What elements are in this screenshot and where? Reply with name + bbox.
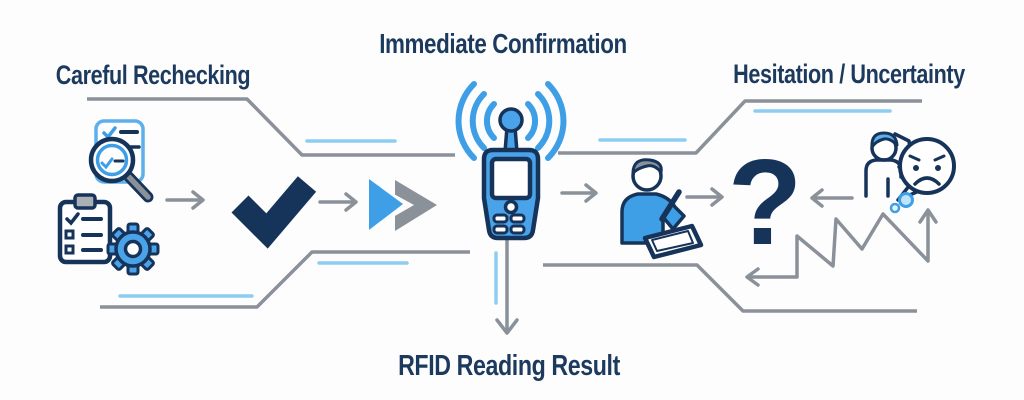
arrow-person-to-question	[685, 187, 724, 207]
arrow-confused-to-question	[810, 188, 854, 208]
document-checklist-magnifier-icon	[88, 119, 154, 203]
sad-face-speech-bubble-icon	[889, 137, 956, 214]
person-writing-icon	[620, 158, 704, 260]
arrow-icons-to-check	[165, 190, 205, 210]
signal-waves-icon	[455, 81, 567, 161]
zigzag-feedback-line	[745, 208, 938, 287]
checkmark-icon	[231, 176, 317, 249]
arrow-check-to-fastforward	[318, 192, 358, 212]
down-arrow-to-result	[495, 238, 519, 335]
gear-icon	[106, 222, 160, 276]
person-confused-icon	[864, 131, 914, 198]
clipboard-checklist-icon	[57, 193, 113, 265]
question-mark-icon: ?	[727, 134, 803, 270]
stage-label-hesitation-uncertainty: Hesitation / Uncertainty	[733, 59, 965, 89]
fast-forward-icon	[369, 179, 437, 231]
stage-label-immediate-confirmation: Immediate Confirmation	[379, 28, 627, 59]
stage-label-careful-rechecking: Careful Rechecking	[55, 60, 251, 90]
connector-lines	[87, 97, 922, 313]
flow-arrows	[165, 183, 854, 335]
arrow-reader-to-person	[560, 183, 598, 203]
result-label-rfid-reading-result: RFID Reading Result	[398, 350, 620, 382]
accent-lines	[118, 109, 892, 305]
thought-dots-icon	[889, 192, 914, 214]
rfid-reader-icon	[481, 107, 541, 241]
magnifier-icon	[88, 136, 154, 203]
